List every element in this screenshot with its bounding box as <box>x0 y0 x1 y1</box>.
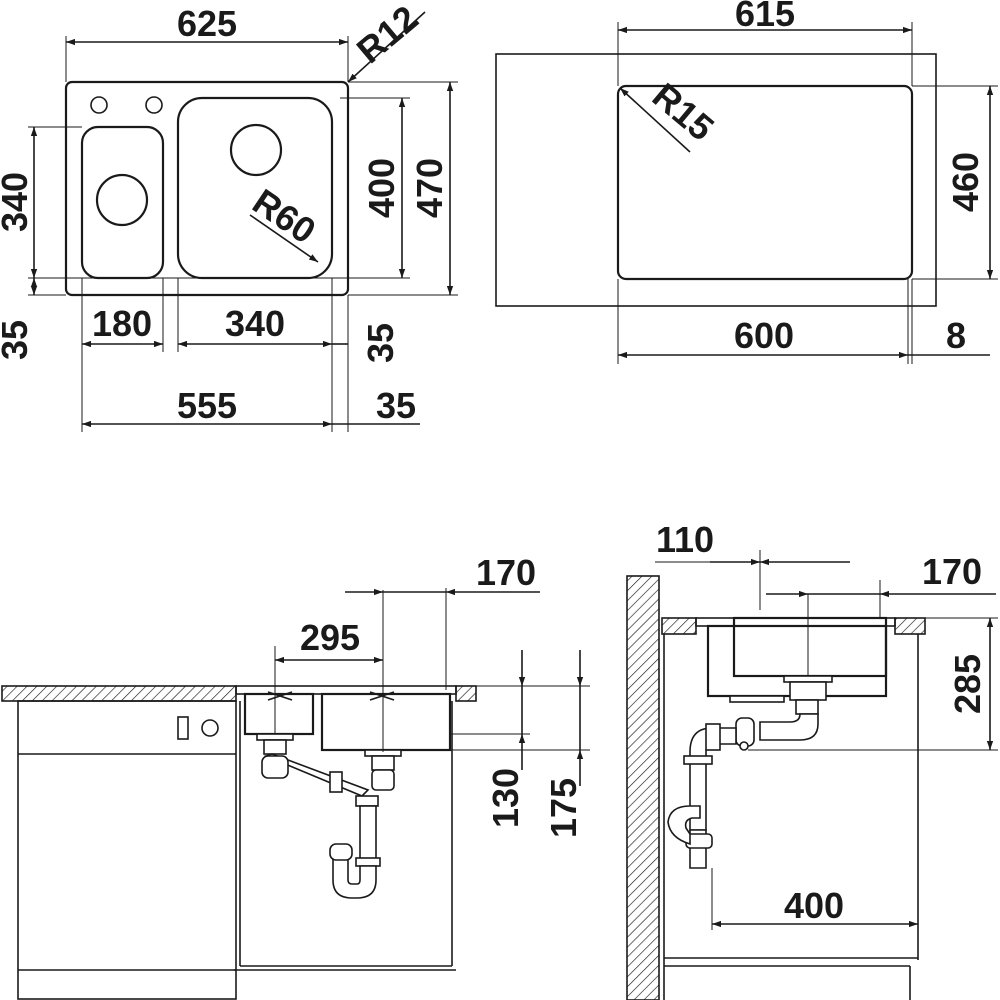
dim-drain-spacing: 295 <box>300 617 360 658</box>
dim-bowl-depth: 400 <box>361 158 402 218</box>
dim-overall-depth: 470 <box>409 158 450 218</box>
dim-bowl-corner-radius: R60 <box>246 181 324 252</box>
dim-cutout-width: 615 <box>735 0 795 34</box>
dim-large-bowl-height: 175 <box>543 778 584 838</box>
small-bowl-section <box>243 692 315 736</box>
front-section-view: 295 170 130 175 <box>1 552 590 1000</box>
dim-left-margin: 35 <box>0 320 35 360</box>
dim-base-width: 555 <box>177 385 237 426</box>
dishwasher <box>17 700 237 1000</box>
small-bowl-drain-icon <box>95 173 149 227</box>
dim-small-bowl-height: 130 <box>485 768 526 828</box>
dim-right-margin: 35 <box>360 323 401 363</box>
sink-outline <box>64 80 350 297</box>
countertop <box>455 685 477 702</box>
side-section-view: 110 170 285 400 <box>626 519 998 1000</box>
dim-large-bowl-width: 340 <box>225 303 285 344</box>
dim-side-drain-offset: 170 <box>922 551 982 592</box>
dim-overall-width: 625 <box>177 3 237 44</box>
dim-overhang: 8 <box>946 315 966 356</box>
top-view-double-bowl: 625 R12 470 400 340 R60 35 180 340 35 55… <box>0 0 458 432</box>
wall <box>626 575 660 1000</box>
large-bowl-section <box>320 692 452 752</box>
cabinet-outline <box>495 53 937 307</box>
dim-drain-offset: 170 <box>476 552 536 593</box>
dishwasher-knob-icon <box>201 719 219 737</box>
pipe-joint-icon <box>739 741 749 751</box>
countertop <box>661 617 697 635</box>
countertop <box>1 685 237 702</box>
dim-drain-from-back: 110 <box>656 519 714 560</box>
dishwasher-control-icon <box>177 716 189 740</box>
dim-cutout-depth: 460 <box>945 152 986 212</box>
top-view-cutout: 615 R15 460 600 8 <box>495 0 998 364</box>
dim-base-right-offset: 35 <box>376 385 416 426</box>
small-bowl <box>80 125 165 280</box>
dim-corner-radius-outer: R12 <box>349 0 426 71</box>
dim-cabinet-width: 600 <box>734 315 794 356</box>
dim-side-height: 285 <box>947 654 988 714</box>
large-bowl-drain-icon <box>229 123 283 177</box>
tap-hole-icon <box>90 96 108 114</box>
tap-hole-icon <box>145 96 163 114</box>
sink-rim <box>695 617 896 627</box>
dim-trap-distance: 400 <box>784 885 844 926</box>
dim-small-bowl-width: 180 <box>92 303 152 344</box>
cutout-outline <box>616 84 914 281</box>
dim-small-bowl-depth: 340 <box>0 172 35 232</box>
countertop <box>894 617 926 635</box>
